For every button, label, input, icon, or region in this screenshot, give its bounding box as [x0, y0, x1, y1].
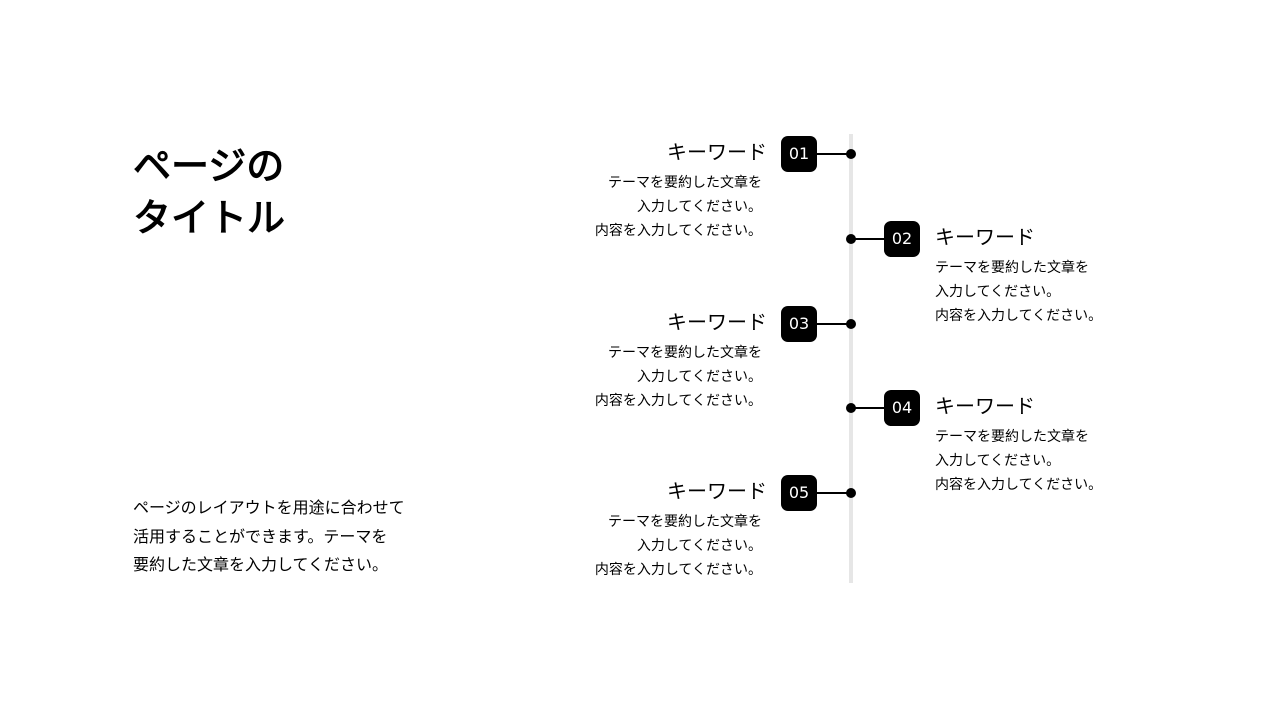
keyword-summary: テーマを要約した文章を 入力してください。 内容を入力してください。	[594, 345, 762, 409]
page-title: ページの タイトル	[133, 144, 286, 240]
timeline-dot	[846, 234, 856, 244]
number-badge: 05	[781, 475, 817, 511]
number-badge: 01	[781, 136, 817, 172]
timeline-dot	[846, 488, 856, 498]
keyword-summary: テーマを要約した文章を 入力してください。 内容を入力してください。	[935, 260, 1103, 324]
connector-line	[851, 238, 886, 240]
timeline-item: 01 キーワード テーマを要約した文章を 入力してください。 内容を入力してくだ…	[0, 134, 1280, 244]
connector-line	[816, 323, 851, 325]
connector-line	[816, 492, 851, 494]
timeline-item: 03 キーワード テーマを要約した文章を 入力してください。 内容を入力してくだ…	[0, 304, 1280, 414]
number-badge: 04	[884, 390, 920, 426]
keyword-summary: テーマを要約した文章を 入力してください。 内容を入力してください。	[594, 175, 762, 239]
keyword-heading: キーワード	[667, 479, 767, 503]
timeline-item: 02 キーワード テーマを要約した文章を 入力してください。 内容を入力してくだ…	[0, 219, 1280, 329]
keyword-heading: キーワード	[935, 394, 1035, 418]
timeline-item: 05 キーワード テーマを要約した文章を 入力してください。 内容を入力してくだ…	[0, 473, 1280, 583]
keyword-summary: テーマを要約した文章を 入力してください。 内容を入力してください。	[594, 514, 762, 578]
keyword-heading: キーワード	[935, 225, 1035, 249]
page-description: ページのレイアウトを用途に合わせて 活用することができます。テーマを 要約した文…	[133, 498, 405, 574]
number-badge: 02	[884, 221, 920, 257]
keyword-heading: キーワード	[667, 140, 767, 164]
number-badge: 03	[781, 306, 817, 342]
timeline-item: 04 キーワード テーマを要約した文章を 入力してください。 内容を入力してくだ…	[0, 388, 1280, 498]
timeline-dot	[846, 319, 856, 329]
timeline-dot	[846, 149, 856, 159]
connector-line	[816, 153, 851, 155]
timeline-dot	[846, 403, 856, 413]
keyword-heading: キーワード	[667, 310, 767, 334]
timeline-axis	[849, 134, 853, 583]
connector-line	[851, 407, 886, 409]
keyword-summary: テーマを要約した文章を 入力してください。 内容を入力してください。	[935, 429, 1103, 493]
